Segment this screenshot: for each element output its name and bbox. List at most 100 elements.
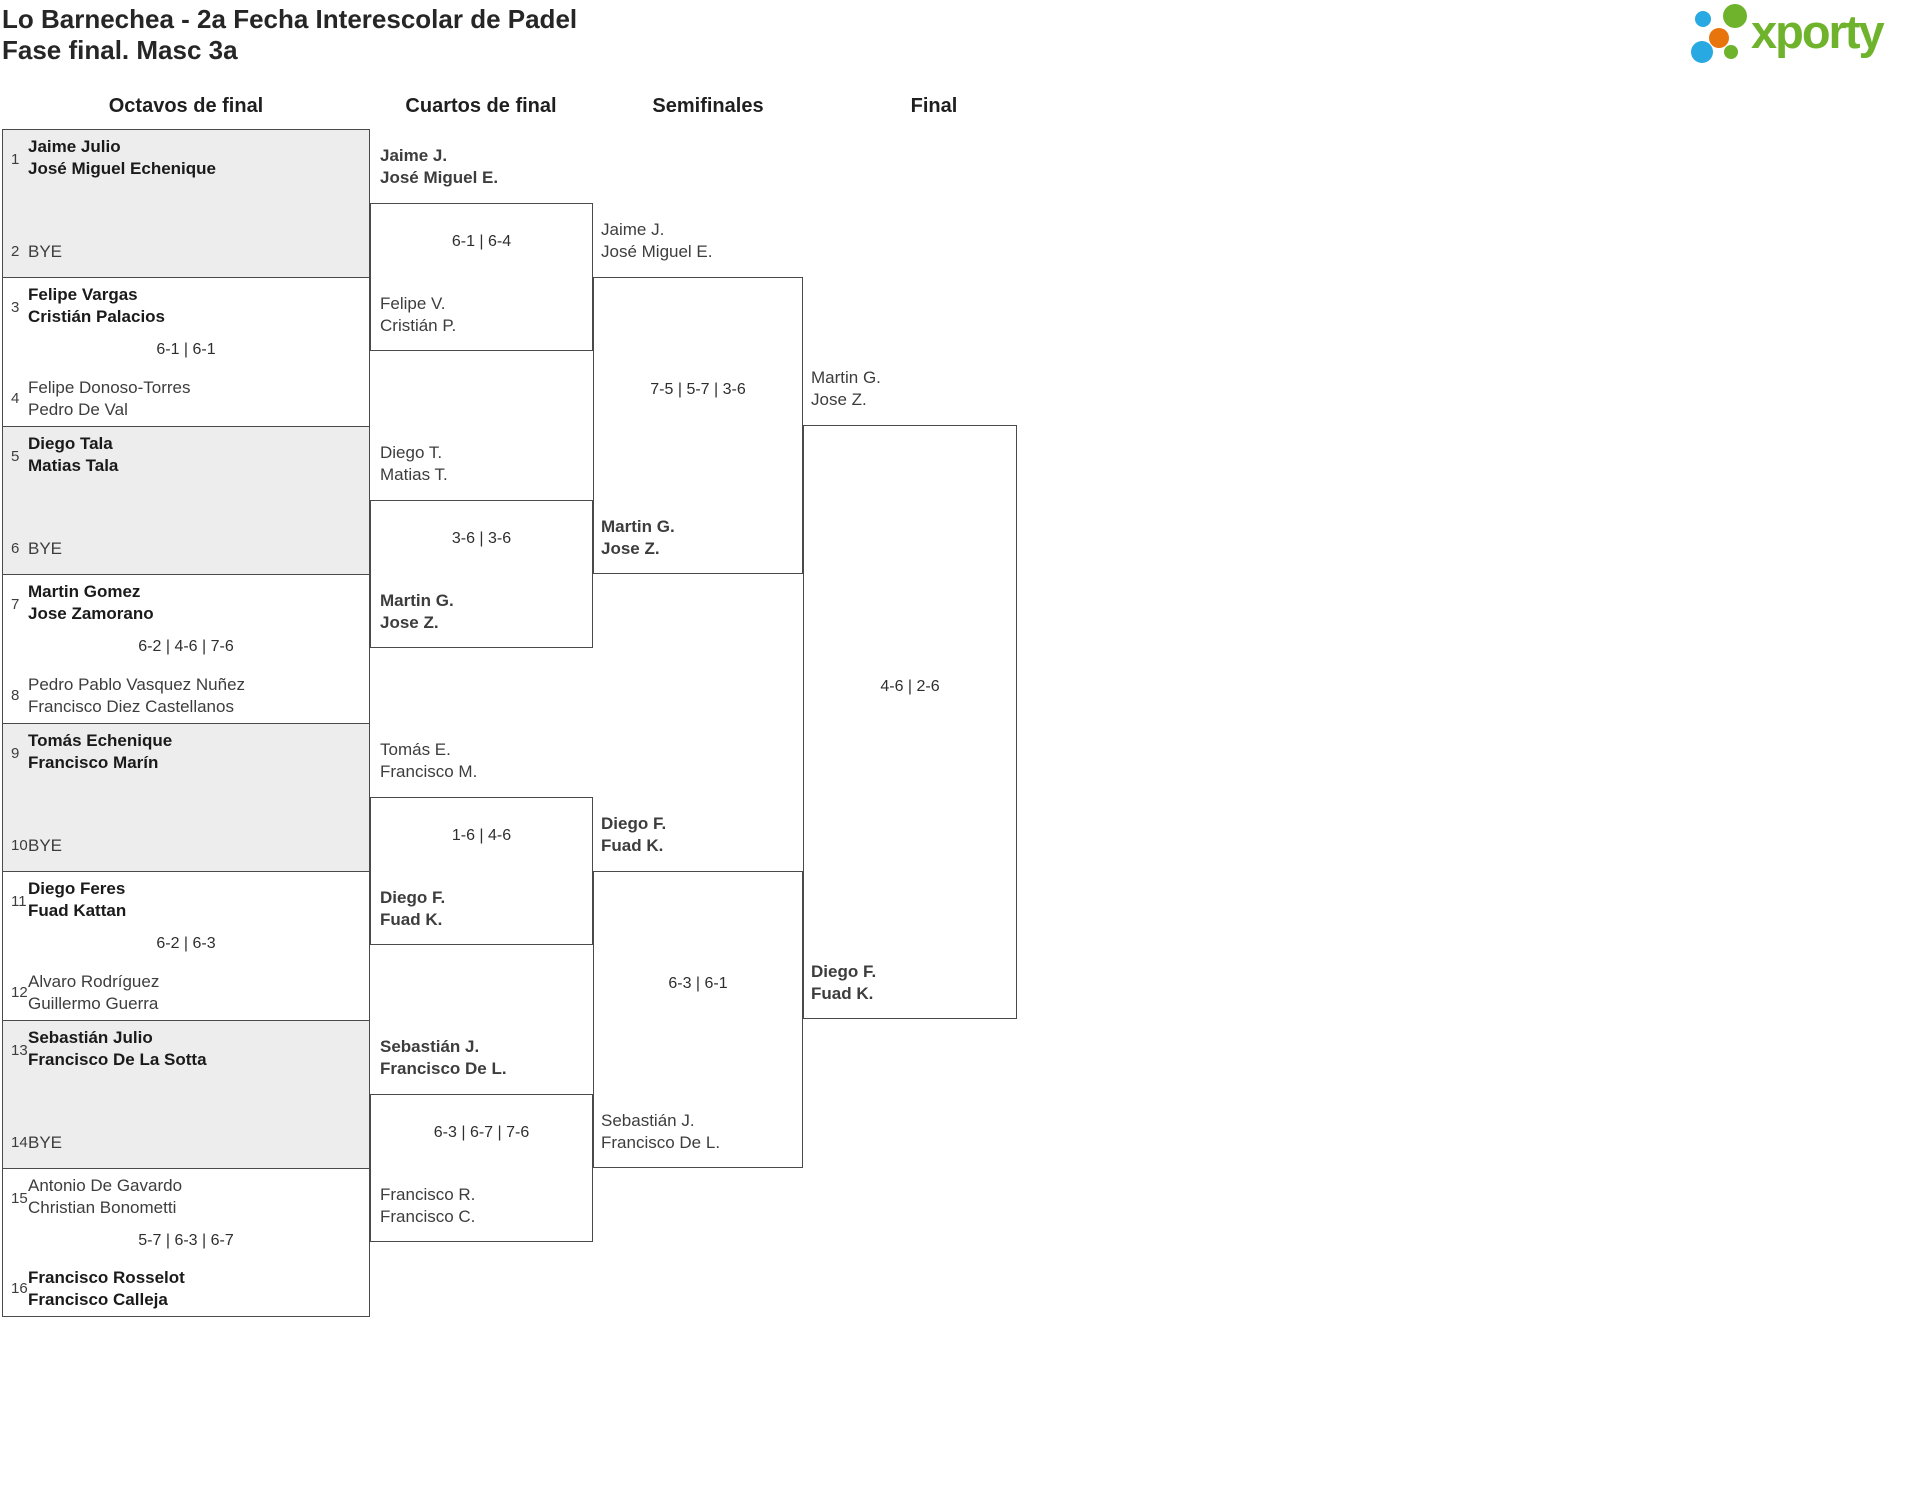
- player-name: Fuad Kattan: [28, 901, 127, 920]
- player-name: Francisco Diez Castellanos: [28, 697, 234, 716]
- player-name: Jose Zamorano: [28, 604, 154, 623]
- match-box-cuartos-4: [370, 1094, 593, 1242]
- page-title-line1: Lo Barnechea - 2a Fecha Interescolar de …: [2, 4, 578, 34]
- seed-number: 8: [11, 687, 20, 704]
- round-header-octavos: Octavos de final: [108, 95, 264, 117]
- player-name: Jose Z.: [380, 613, 439, 632]
- page-title-line2: Fase final. Masc 3a: [2, 35, 238, 65]
- player-name: Francisco C.: [380, 1207, 476, 1226]
- seed-number: 6: [11, 540, 20, 557]
- seed-number: 12: [11, 984, 28, 1001]
- team-name: Antonio De Gavardo Christian Bonometti: [28, 1175, 182, 1219]
- match-box-octavos-4: 7 Martin Gomez Jose Zamorano 6-2 | 4-6 |…: [2, 574, 370, 723]
- team-name: Diego T. Matias T.: [380, 442, 590, 486]
- logo-dot-green-small: [1724, 45, 1738, 59]
- player-name: Diego F.: [601, 814, 667, 833]
- team-name: Jaime Julio José Miguel Echenique: [28, 136, 216, 180]
- logo-dot-orange: [1709, 28, 1729, 48]
- seed-number: 1: [11, 151, 20, 168]
- xporty-logo[interactable]: xporty: [1685, 2, 1917, 68]
- player-name: José Miguel E.: [601, 242, 713, 261]
- player-name: Cristián Palacios: [28, 307, 166, 326]
- match-score: 4-6 | 2-6: [880, 678, 940, 695]
- player-name: Diego Feres: [28, 879, 126, 898]
- player-name: Fuad K.: [811, 984, 874, 1003]
- player-name: José Miguel Echenique: [28, 159, 216, 178]
- seed-number: 7: [11, 596, 20, 613]
- bye-label: BYE: [28, 539, 63, 558]
- match-box-cuartos-1: [370, 203, 593, 351]
- player-name: Jose Z.: [601, 539, 660, 558]
- team-name: Diego Tala Matias Tala: [28, 433, 118, 477]
- player-name: Guillermo Guerra: [28, 994, 159, 1013]
- player-name: Jaime J.: [380, 146, 448, 165]
- player-name: Diego T.: [380, 443, 443, 462]
- player-name: Matias T.: [380, 465, 448, 484]
- match-box-semifinal-1: [593, 277, 803, 574]
- player-name: Martin G.: [380, 591, 454, 610]
- seed-number: 9: [11, 745, 20, 762]
- seed-number: 14: [11, 1134, 28, 1151]
- player-name: Francisco De L.: [380, 1059, 507, 1078]
- player-name: Tomás E.: [380, 740, 451, 759]
- player-name: Antonio De Gavardo: [28, 1176, 183, 1195]
- player-name: Francisco De La Sotta: [28, 1050, 207, 1069]
- team-name: Francisco Rosselot Francisco Calleja: [28, 1267, 185, 1311]
- team-name: Martin G. Jose Z.: [811, 367, 1021, 411]
- player-name: Diego Tala: [28, 434, 113, 453]
- round-header-semifinales: Semifinales: [652, 95, 764, 117]
- seed-number: 5: [11, 448, 20, 465]
- match-score: 7-5 | 5-7 | 3-6: [650, 381, 746, 398]
- seed-number: 15: [11, 1190, 28, 1207]
- player-name: Martin G.: [811, 368, 881, 387]
- match-score: 6-3 | 6-7 | 7-6: [433, 1124, 530, 1141]
- player-name: Jose Z.: [811, 390, 867, 409]
- team-name: Francisco R. Francisco C.: [380, 1184, 590, 1228]
- player-name: Francisco Marín: [28, 753, 159, 772]
- team-name: Martin Gomez Jose Zamorano: [28, 581, 154, 625]
- player-name: Tomás Echenique: [28, 731, 173, 750]
- logo-wordmark: xporty: [1751, 5, 1885, 58]
- player-name: Sebastián J.: [601, 1111, 695, 1130]
- team-name-bye: BYE: [28, 241, 62, 263]
- team-name: Jaime J. José Miguel E.: [601, 219, 811, 263]
- team-name-bye: BYE: [28, 1132, 62, 1154]
- team-name-bye: BYE: [28, 538, 62, 560]
- player-name: José Miguel E.: [380, 168, 499, 187]
- match-score: 3-6 | 3-6: [451, 530, 512, 547]
- match-box-final: [803, 425, 1017, 1019]
- player-name: Francisco R.: [380, 1185, 476, 1204]
- player-name: Jaime J.: [601, 220, 665, 239]
- match-box-octavos-1: 1 Jaime Julio José Miguel Echenique 2 BY…: [2, 129, 370, 277]
- player-name: Alvaro Rodríguez: [28, 972, 160, 991]
- player-name: Francisco Rosselot: [28, 1268, 185, 1287]
- player-name: Matias Tala: [28, 456, 119, 475]
- player-name: Jaime Julio: [28, 137, 121, 156]
- team-name: Sebastián J. Francisco De L.: [601, 1110, 811, 1154]
- team-name: Felipe Donoso-Torres Pedro De Val: [28, 377, 191, 421]
- seed-number: 2: [11, 243, 20, 260]
- team-name: Martin G. Jose Z.: [601, 516, 811, 560]
- team-name: Diego Feres Fuad Kattan: [28, 878, 126, 922]
- match-score: 6-2 | 4-6 | 7-6: [138, 638, 234, 655]
- match-box-cuartos-3: [370, 797, 593, 945]
- player-name: Cristián P.: [380, 316, 457, 335]
- match-box-octavos-2: 3 Felipe Vargas Cristián Palacios 6-1 | …: [2, 277, 370, 426]
- team-name: Sebastián Julio Francisco De La Sotta: [28, 1027, 207, 1071]
- player-name: Martin G.: [601, 517, 675, 536]
- match-box-octavos-7: 13 Sebastián Julio Francisco De La Sotta…: [2, 1020, 370, 1168]
- team-name: Tomás Echenique Francisco Marín: [28, 730, 172, 774]
- player-name: Felipe V.: [380, 294, 446, 313]
- player-name: Sebastián J.: [380, 1037, 480, 1056]
- logo-dot-green-large: [1723, 4, 1747, 28]
- seed-number: 16: [11, 1280, 28, 1297]
- player-name: Diego F.: [380, 888, 446, 907]
- seed-number: 10: [11, 837, 28, 854]
- player-name: Sebastián Julio: [28, 1028, 153, 1047]
- logo-dot-blue-large: [1691, 41, 1713, 63]
- team-name: Alvaro Rodríguez Guillermo Guerra: [28, 971, 159, 1015]
- team-name: Felipe Vargas Cristián Palacios: [28, 284, 165, 328]
- match-box-octavos-6: 11 Diego Feres Fuad Kattan 6-2 | 6-3 12 …: [2, 871, 370, 1020]
- seed-number: 11: [11, 893, 27, 910]
